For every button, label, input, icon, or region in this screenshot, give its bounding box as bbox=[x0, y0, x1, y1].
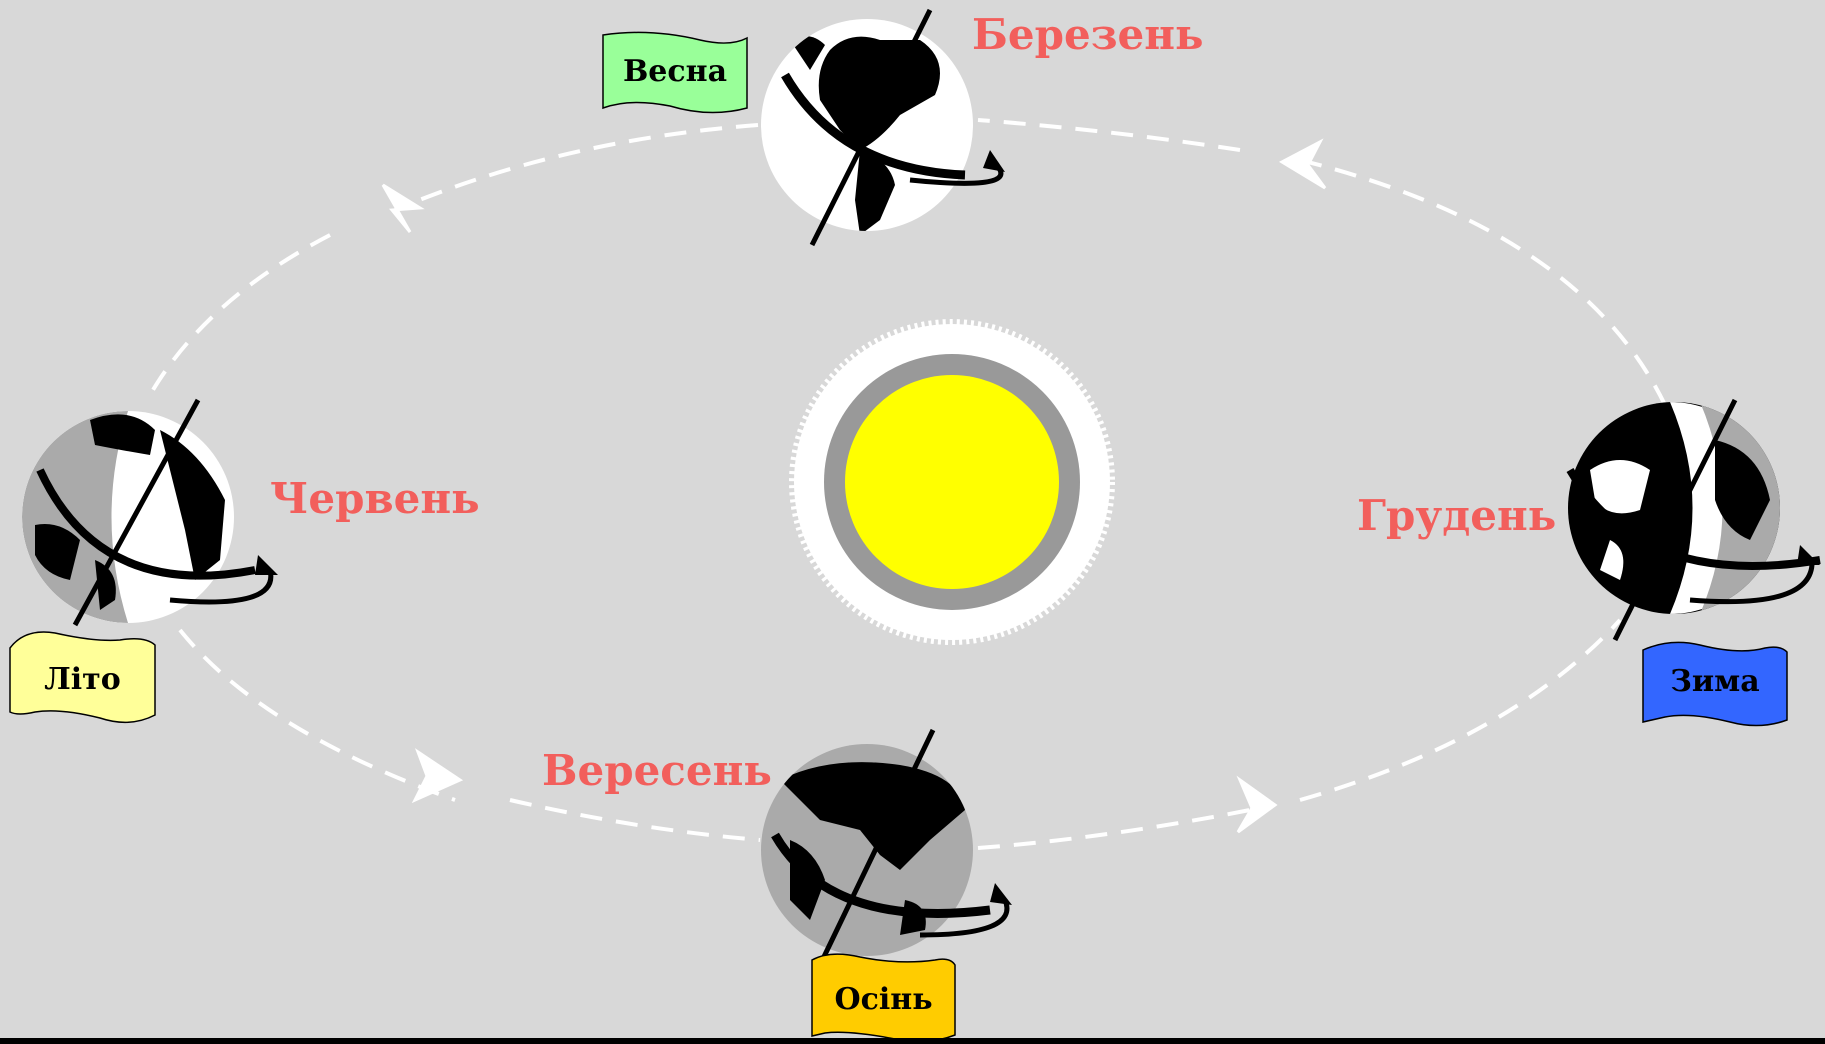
orbit-path bbox=[148, 118, 1667, 850]
earth-december-icon bbox=[1566, 398, 1821, 642]
arrow-icon bbox=[411, 748, 464, 804]
month-label-march: Березень bbox=[972, 10, 1204, 59]
orbit-arrows bbox=[381, 138, 1327, 834]
arrow-icon bbox=[1236, 775, 1278, 834]
sun-icon bbox=[789, 319, 1115, 645]
season-label-spring: Весна bbox=[622, 54, 728, 89]
earth-march-icon bbox=[761, 8, 1005, 247]
spring-flag bbox=[602, 31, 748, 114]
earth-june-icon bbox=[22, 398, 278, 627]
autumn-flag bbox=[811, 953, 956, 1043]
month-label-december: Грудень bbox=[1357, 491, 1557, 540]
earth-september-icon bbox=[761, 728, 1012, 967]
bottom-border bbox=[0, 1038, 1825, 1044]
summer-flag bbox=[9, 631, 156, 724]
month-label-september: Вересень bbox=[542, 746, 772, 795]
season-label-winter: Зима bbox=[1670, 664, 1760, 699]
season-label-autumn: Осінь bbox=[834, 982, 933, 1017]
arrow-icon bbox=[381, 183, 425, 233]
arrow-icon bbox=[1278, 138, 1327, 190]
winter-flag bbox=[1642, 641, 1788, 727]
season-label-summer: Літо bbox=[44, 662, 121, 697]
month-label-june: Червень bbox=[270, 474, 480, 523]
